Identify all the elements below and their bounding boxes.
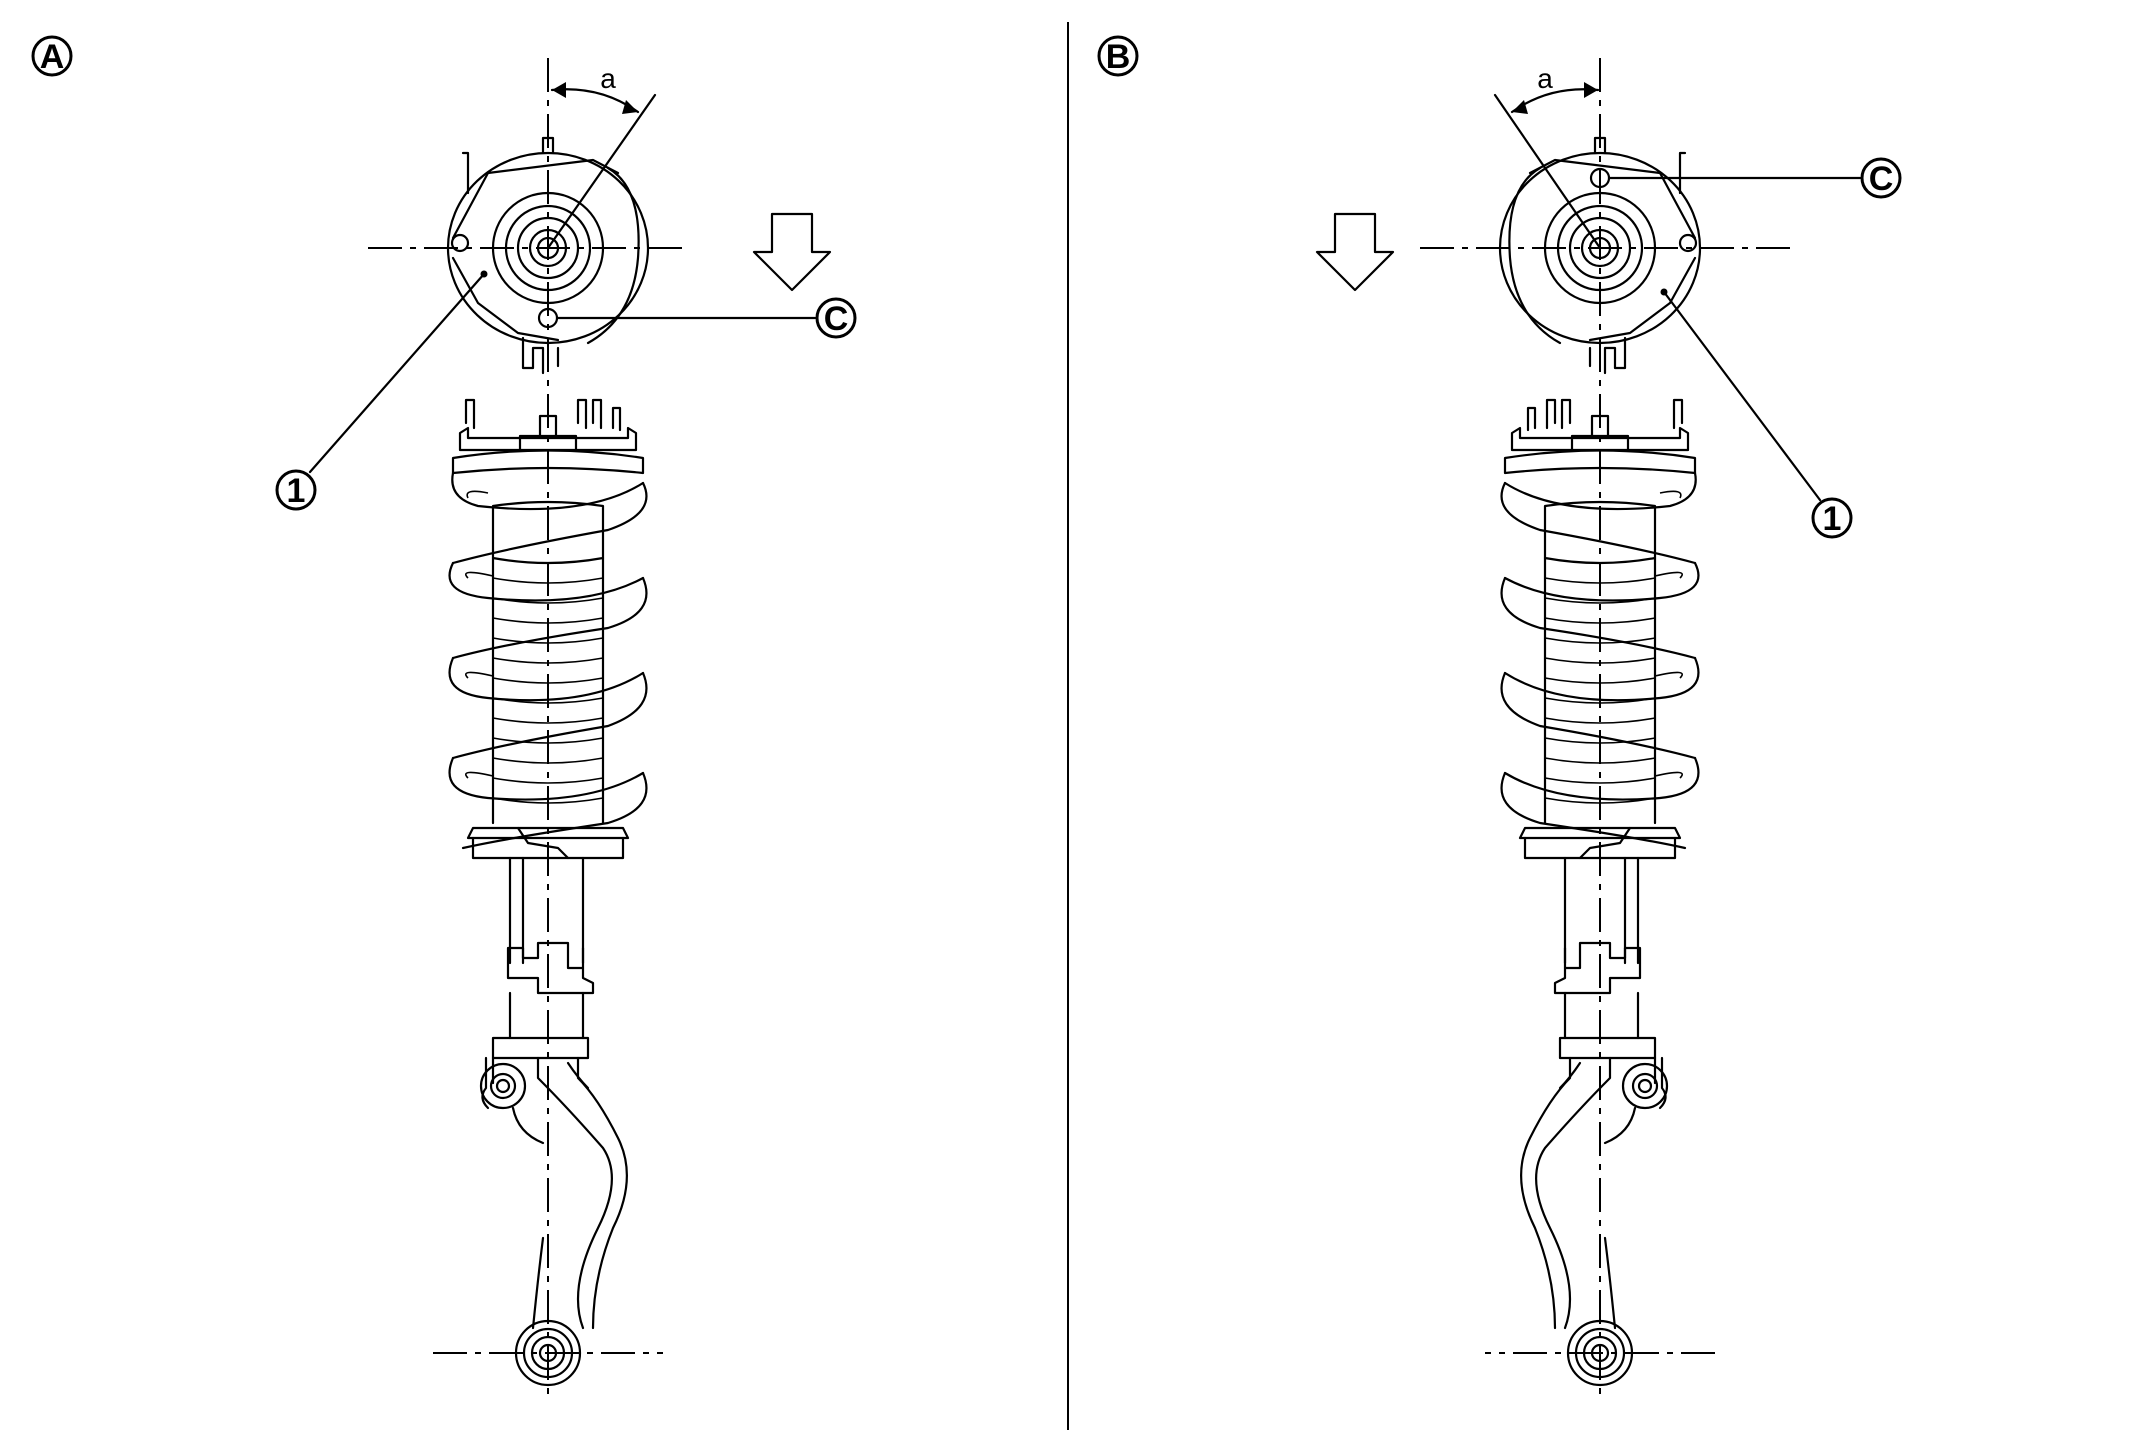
angle-label-b: a	[1537, 63, 1553, 94]
down-arrow-b	[1315, 212, 1395, 292]
panel-a-label: A	[31, 35, 73, 77]
panel-b-label: B	[1097, 35, 1139, 77]
svg-text:1: 1	[287, 472, 306, 510]
panel-b: B a C 1	[1097, 35, 1902, 1400]
panel-a: A a C 1	[31, 35, 857, 1400]
strut-assembly-a	[431, 56, 665, 1400]
part-label-b: 1	[1811, 497, 1853, 539]
mark-label-b: C	[1860, 157, 1902, 199]
svg-text:C: C	[1869, 160, 1894, 198]
part-label-a: 1	[275, 469, 317, 511]
angle-label-a: a	[600, 63, 616, 94]
angle-line-a	[546, 93, 657, 250]
mark-label-a: C	[815, 297, 857, 339]
angle-line-b	[1493, 93, 1602, 250]
svg-text:B: B	[1106, 38, 1131, 76]
down-arrow-a	[752, 212, 832, 292]
svg-text:1: 1	[1823, 500, 1842, 538]
svg-text:C: C	[824, 300, 849, 338]
strut-assembly-b	[1483, 56, 1717, 1400]
svg-text:A: A	[40, 38, 65, 76]
